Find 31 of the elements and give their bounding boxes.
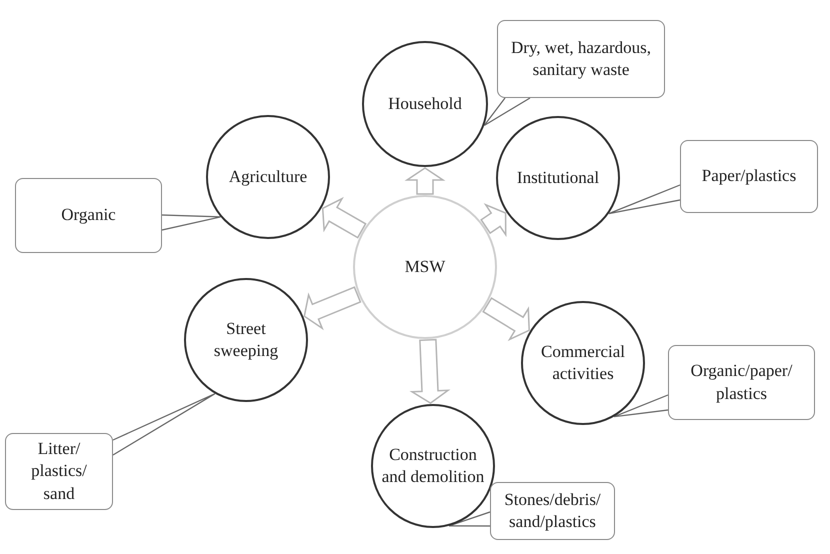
circle-label: Commercial activities xyxy=(540,340,626,385)
block-arrow xyxy=(303,286,362,330)
callout-box xyxy=(680,140,818,213)
block-arrow xyxy=(482,297,530,342)
callout-box xyxy=(668,345,815,420)
circle-label: Household xyxy=(388,92,462,115)
callout-pointer xyxy=(161,214,222,231)
circle-label: Construction and demolition xyxy=(381,444,485,488)
callout-text: Dry, wet, hazardous, sanitary waste xyxy=(510,36,652,81)
callout-text: Organic/paper/ plastics xyxy=(690,360,794,405)
callout-pointer xyxy=(112,393,216,456)
block-arrow xyxy=(410,338,450,404)
circle-label: MSW xyxy=(404,256,446,278)
callout-box xyxy=(490,482,615,540)
callout-box xyxy=(15,178,162,253)
block-arrow xyxy=(480,203,506,238)
circle-label: Agriculture xyxy=(228,166,308,188)
block-arrow xyxy=(322,196,367,239)
callout-text: Paper/plastics xyxy=(702,165,796,188)
callout-pointer xyxy=(608,184,681,214)
callout-box xyxy=(5,433,113,510)
callout-text: Organic xyxy=(61,204,116,226)
block-arrow xyxy=(404,167,446,195)
callout-pointer xyxy=(613,394,669,418)
callout-pointer xyxy=(448,511,491,527)
callout-box xyxy=(497,20,665,98)
callout-text: Litter/ plastics/ sand xyxy=(30,438,88,505)
callout-text: Stones/debris/ sand/plastics xyxy=(503,488,602,533)
callout-pointer xyxy=(484,97,531,126)
circle-label: Street sweeping xyxy=(212,318,280,362)
circle-label: Institutional xyxy=(516,166,600,189)
